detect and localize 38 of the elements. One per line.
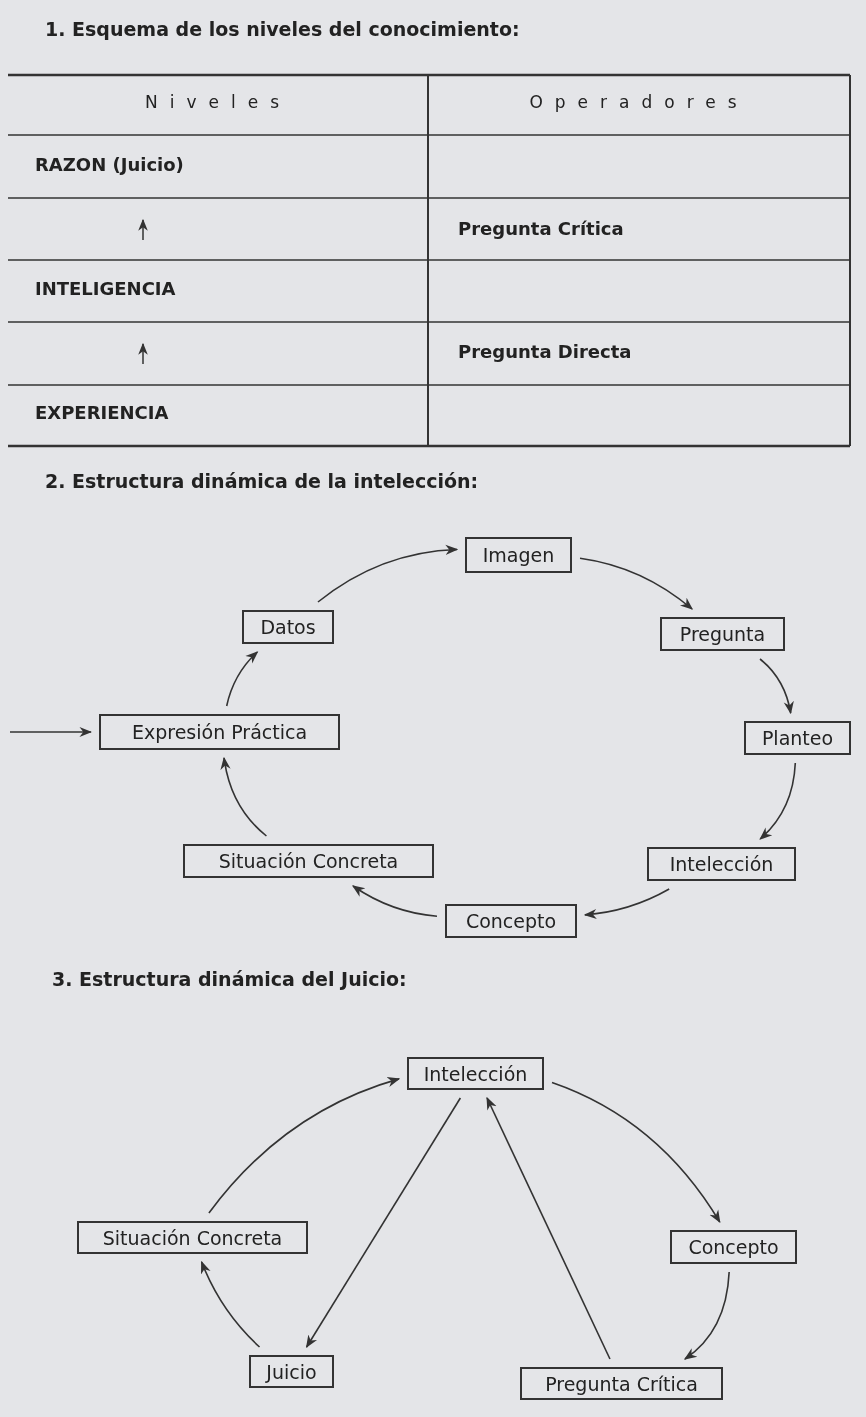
concept-box: Juicio — [249, 1355, 334, 1388]
arrow — [551, 1081, 721, 1224]
concept-box: Imagen — [465, 537, 572, 573]
arrow — [759, 762, 797, 840]
table-cell: INTELIGENCIA — [35, 278, 176, 299]
concept-box: Pregunta Crítica — [520, 1367, 723, 1400]
concept-box: Concepto — [445, 904, 577, 938]
arrow — [759, 658, 794, 715]
section-heading: 3. Estructura dinámica del Juicio: — [52, 968, 407, 990]
column-header: Niveles — [144, 92, 292, 112]
arrow — [9, 726, 93, 738]
table-cell: RAZON (Juicio) — [35, 154, 184, 175]
arrow — [579, 557, 694, 610]
arrow — [317, 545, 459, 603]
arrow — [220, 756, 268, 837]
table-cell: Pregunta Directa — [458, 341, 632, 362]
concept-box: Pregunta — [660, 617, 785, 651]
section-heading: 2. Estructura dinámica de la intelección: — [45, 470, 479, 492]
arrow — [351, 885, 438, 917]
arrow — [583, 888, 670, 919]
concept-box: Datos — [242, 610, 334, 644]
concept-box: Concepto — [670, 1230, 797, 1264]
concept-box: Intelección — [647, 847, 796, 881]
concept-box: Intelección — [407, 1057, 544, 1090]
table-cell: EXPERIENCIA — [35, 402, 169, 423]
arrow — [305, 1097, 462, 1349]
concept-box: Situación Concreta — [77, 1221, 308, 1254]
concept-box: Expresión Práctica — [99, 714, 340, 750]
concept-box: Planteo — [744, 721, 851, 755]
table-cell: Pregunta Crítica — [458, 218, 624, 239]
arrow — [200, 1260, 261, 1348]
arrow — [225, 651, 259, 707]
column-header: Operadores — [528, 92, 750, 112]
arrow — [208, 1077, 401, 1214]
arrow — [486, 1096, 611, 1360]
arrow — [683, 1271, 730, 1360]
concept-box: Situación Concreta — [183, 844, 434, 878]
section-heading: 1. Esquema de los niveles del conocimiento: — [45, 18, 520, 40]
